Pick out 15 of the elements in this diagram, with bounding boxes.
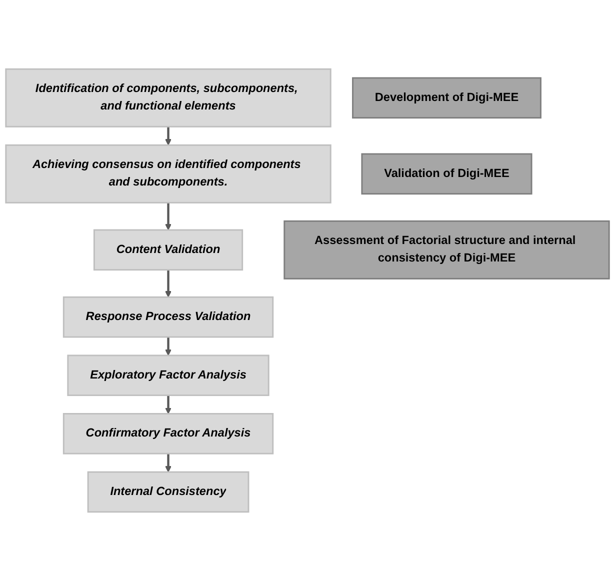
arrow bbox=[165, 454, 172, 472]
node-box: Identification of components, subcomponents, and functional elements bbox=[5, 68, 332, 128]
node-box: Achieving consensus on identified components and subcomponents. bbox=[5, 144, 332, 204]
node-box: Assessment of Factorial structure and internal consistency of Digi-MEE bbox=[284, 220, 610, 280]
arrow bbox=[165, 126, 172, 146]
node-box: Exploratory Factor Analysis bbox=[67, 354, 270, 396]
arrow bbox=[165, 270, 172, 298]
node-box: Response Process Validation bbox=[62, 296, 274, 338]
node-box: Confirmatory Factor Analysis bbox=[62, 413, 274, 454]
arrow bbox=[165, 337, 172, 356]
arrow bbox=[165, 202, 172, 230]
node-box: Content Validation bbox=[93, 229, 244, 271]
node-box: Validation of Digi-MEE bbox=[361, 153, 532, 195]
arrow bbox=[165, 395, 172, 414]
node-box: Development of Digi-MEE bbox=[352, 77, 542, 119]
